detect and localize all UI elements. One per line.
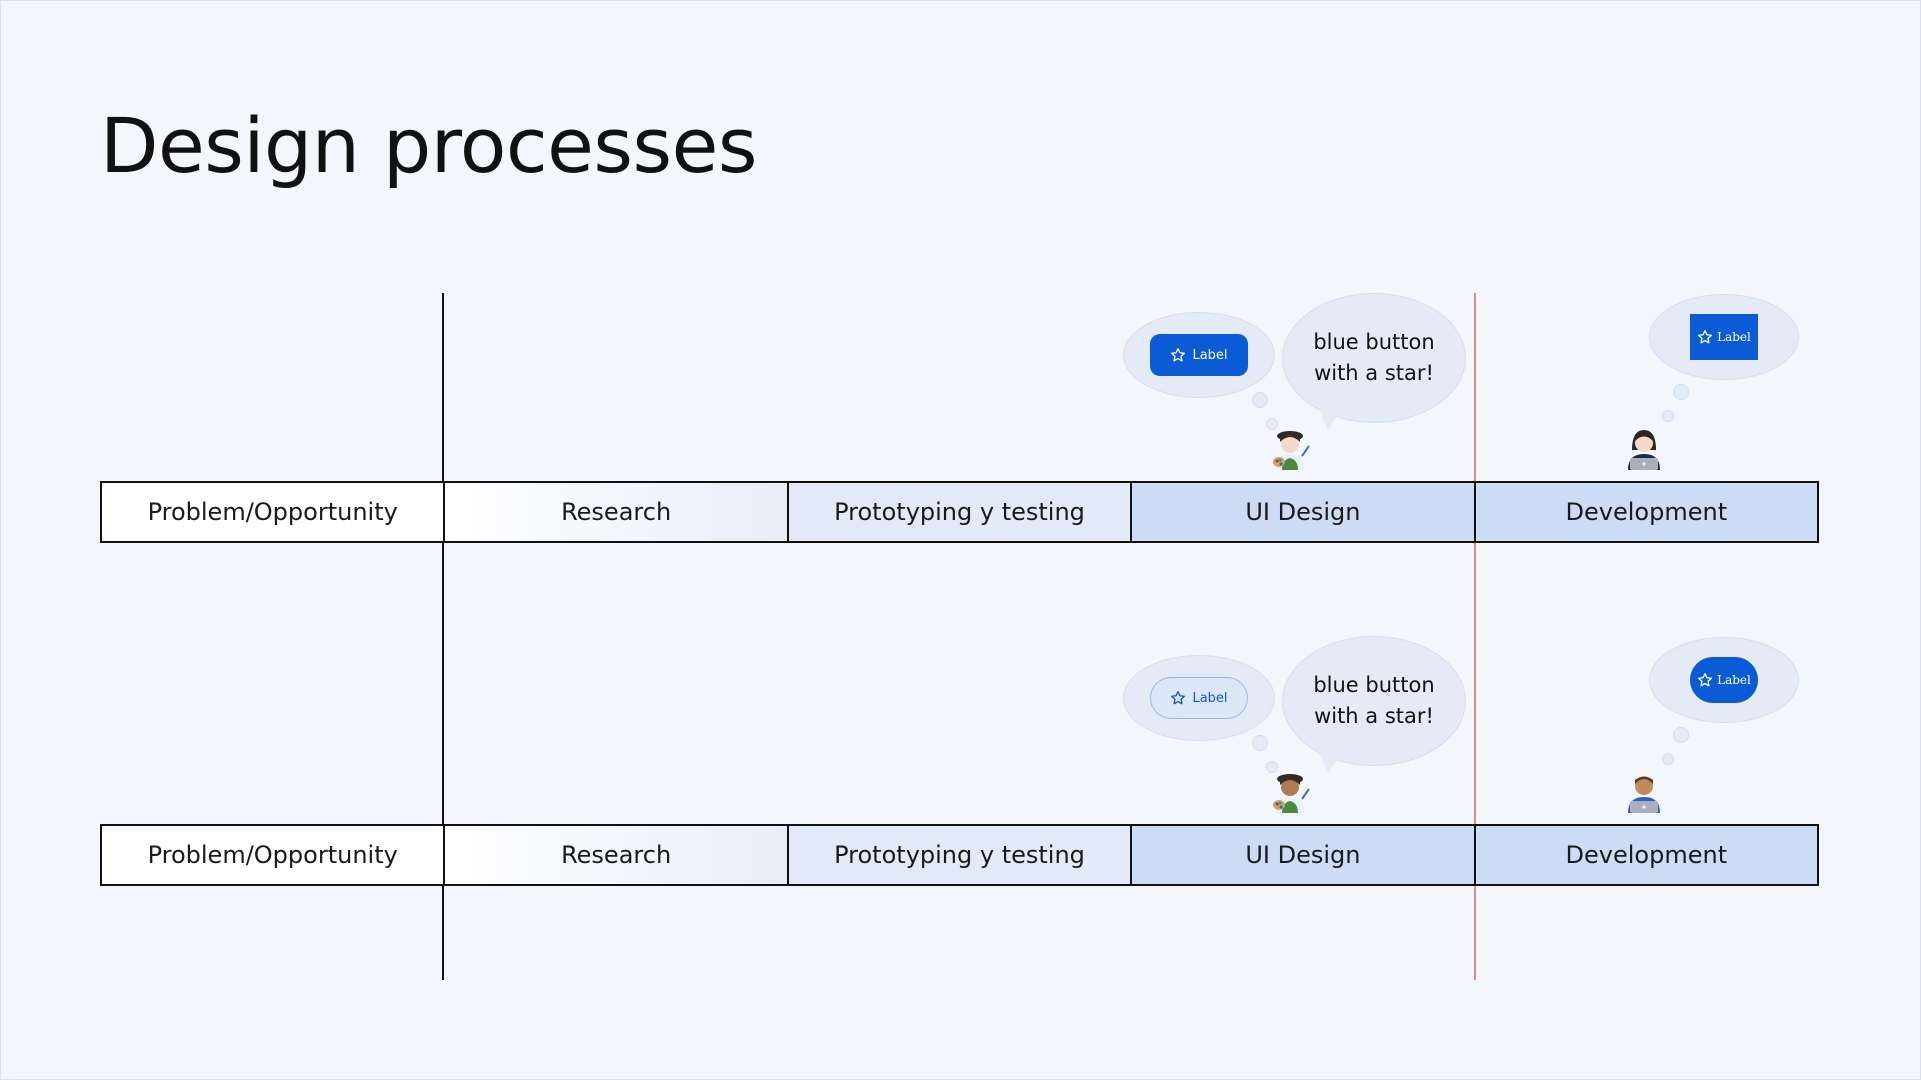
rounded-star-button-dev: Label <box>1690 657 1758 703</box>
button-label: Label <box>1717 330 1751 344</box>
star-icon <box>1698 330 1713 344</box>
blue-star-button-dev: Label <box>1690 314 1758 360</box>
thought-dot <box>1673 727 1689 743</box>
stage-problem: Problem/Opportunity <box>102 483 446 541</box>
thought-dot <box>1662 753 1674 765</box>
stage-research: Research <box>445 483 789 541</box>
speech-bubble: blue button with a star! <box>1282 293 1466 423</box>
star-icon <box>1171 691 1186 705</box>
handoff-line <box>1474 293 1476 980</box>
stage-prototyping: Prototyping y testing <box>788 483 1133 541</box>
thought-dot <box>1252 735 1268 751</box>
star-icon <box>1698 673 1713 687</box>
technologist-avatar-icon <box>1628 430 1660 470</box>
process-row-1: Problem/Opportunity Research Prototyping… <box>100 481 1819 543</box>
developer-thought-bubble: Label <box>1649 637 1799 723</box>
speech-tail <box>1318 751 1342 773</box>
stage-development: Development <box>1475 826 1818 884</box>
blue-star-button-design: Label <box>1150 334 1248 376</box>
developer-thought-bubble: Label <box>1649 294 1799 380</box>
outlined-star-button-design: Label <box>1150 677 1248 719</box>
research-start-line <box>442 293 444 980</box>
button-label: Label <box>1192 347 1228 363</box>
designer-thought-bubble: Label <box>1123 655 1275 741</box>
thought-dot <box>1266 761 1278 773</box>
stage-ui-design: UI Design <box>1132 483 1476 541</box>
button-label: Label <box>1717 673 1751 687</box>
stage-problem: Problem/Opportunity <box>102 826 446 884</box>
thought-dot <box>1252 392 1268 408</box>
stage-development: Development <box>1475 483 1818 541</box>
page-title: Design processes <box>100 101 757 190</box>
artist-avatar-icon <box>1273 774 1310 813</box>
stage-prototyping: Prototyping y testing <box>788 826 1133 884</box>
thought-dot <box>1266 418 1278 430</box>
designer-thought-bubble: Label <box>1123 312 1275 398</box>
stage-ui-design: UI Design <box>1132 826 1476 884</box>
speech-tail <box>1318 408 1342 430</box>
speech-text: blue button with a star! <box>1313 673 1435 728</box>
technologist-avatar-icon <box>1628 776 1660 813</box>
button-label: Label <box>1192 690 1228 706</box>
thought-dot <box>1662 410 1674 422</box>
speech-text: blue button with a star! <box>1313 330 1435 385</box>
speech-bubble: blue button with a star! <box>1282 636 1466 766</box>
star-icon <box>1171 348 1186 362</box>
stage-research: Research <box>445 826 789 884</box>
process-row-2: Problem/Opportunity Research Prototyping… <box>100 824 1819 886</box>
thought-dot <box>1673 384 1689 400</box>
artist-avatar-icon <box>1273 431 1310 470</box>
